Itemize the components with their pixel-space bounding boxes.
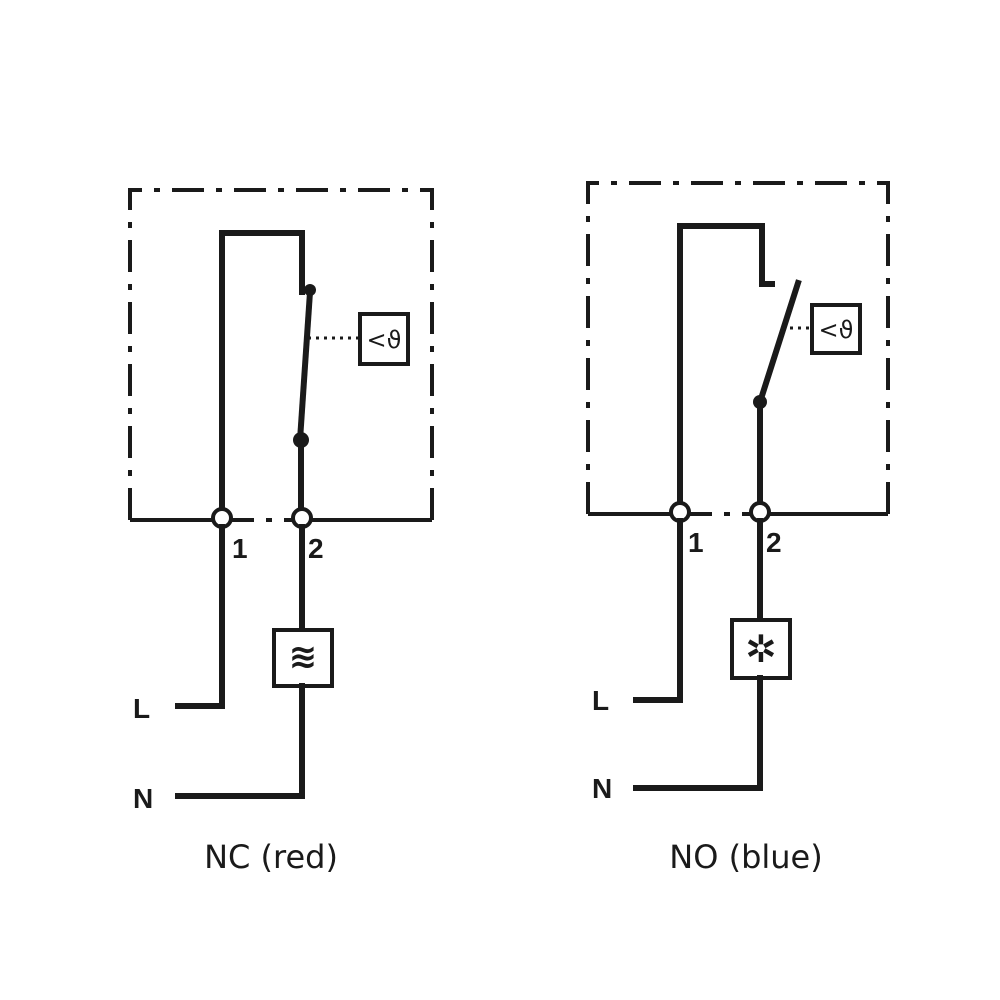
nc-line-wire [175,524,225,709]
nc-terminal-1-label: 1 [232,533,248,564]
no-sensor-box [810,303,862,355]
nc-terminal-2-label: 2 [308,533,324,564]
no-line-label: L [592,685,609,716]
nc-enclosure-frame [128,188,434,520]
no-terminal-2-label: 2 [766,527,782,558]
nc-internal-wire [219,230,305,520]
no-internal-wire [677,223,775,514]
no-caption: NO (blue) [669,838,822,876]
fan-icon: ✲ [745,627,777,671]
nc-sensor-box [358,312,410,366]
nc-neutral-wire [175,683,305,799]
svg-text:✲: ✲ [745,627,777,671]
no-neutral-label: N [592,773,612,804]
no-sensor-symbol: <ϑ [819,316,854,344]
nc-caption: NC (red) [204,838,338,876]
nc-diagram: <ϑ 1 2 L ≋ N NC (red) [128,188,434,876]
svg-text:≋: ≋ [289,637,318,677]
no-diagram: <ϑ 1 2 L ✲ N NO (blue) [586,181,890,876]
no-line-wire [633,518,683,703]
nc-sensor-symbol: <ϑ [367,326,402,354]
nc-neutral-label: N [133,783,153,814]
nc-contact-blade [296,288,314,444]
no-terminal-1-label: 1 [688,527,704,558]
nc-line-label: L [133,693,150,724]
no-contact-blade [756,279,802,406]
heater-icon: ≋ [289,637,318,677]
no-neutral-wire [633,675,763,791]
nc-contact-fixed-dot [304,284,316,296]
no-enclosure-frame [586,181,890,514]
